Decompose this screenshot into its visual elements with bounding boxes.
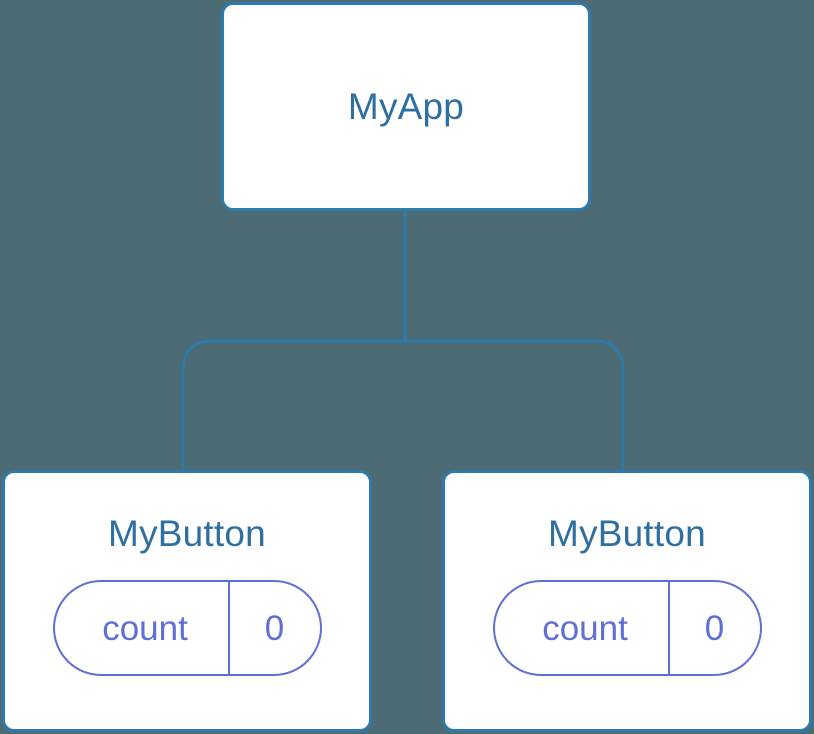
- state-key-1: count: [102, 608, 188, 648]
- node-myapp[interactable]: MyApp: [221, 2, 591, 211]
- state-pill-1[interactable]: count 0: [52, 580, 322, 676]
- node-mybutton-1-label: MyButton: [108, 513, 266, 554]
- edge-to-child-2: [405, 339, 625, 474]
- node-mybutton-1[interactable]: MyButton count 0: [2, 470, 372, 732]
- state-pill-2[interactable]: count 0: [492, 580, 762, 676]
- node-myapp-label: MyApp: [347, 86, 465, 127]
- node-mybutton-2-label: MyButton: [548, 513, 706, 554]
- state-value-1: 0: [227, 582, 320, 674]
- state-value-2: 0: [667, 582, 760, 674]
- edge-to-child-1: [181, 339, 405, 474]
- state-key-2: count: [542, 608, 628, 648]
- node-mybutton-2[interactable]: MyButton count 0: [442, 470, 812, 732]
